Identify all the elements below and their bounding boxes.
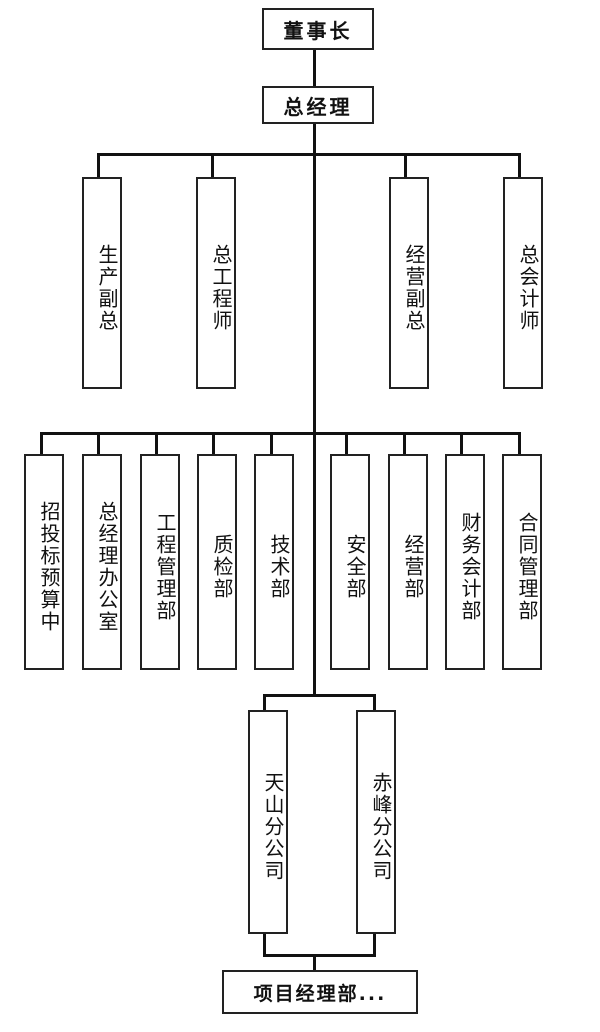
department-box: 合同管理部: [502, 454, 542, 670]
branch-label: 赤峰分公司: [369, 772, 393, 882]
deputy-label: 总工程师: [209, 244, 233, 332]
deputy-box: 总会计师: [503, 177, 543, 389]
deputy-label: 生产副总: [95, 244, 119, 332]
general-manager-label: 总经理: [283, 94, 353, 119]
department-box: 安全部: [330, 454, 370, 670]
connector: [373, 932, 376, 956]
connector: [155, 432, 158, 456]
department-label: 安全部: [343, 534, 367, 600]
department-box: 总经理办公室: [82, 454, 122, 670]
department-label: 合同管理部: [515, 512, 539, 622]
deputy-box: 总工程师: [196, 177, 236, 389]
connector: [263, 694, 266, 712]
connector: [263, 932, 266, 956]
connector: [97, 153, 521, 156]
department-label: 工程管理部: [153, 512, 177, 622]
department-label: 财务会计部: [458, 512, 482, 622]
department-label: 总经理办公室: [95, 501, 119, 633]
department-label: 技术部: [267, 534, 291, 600]
connector: [263, 954, 376, 957]
connector: [40, 432, 43, 456]
connector: [518, 432, 521, 456]
chairman-box: 董事长: [262, 8, 374, 50]
connector: [460, 432, 463, 456]
department-box: 技术部: [254, 454, 294, 670]
connector: [40, 432, 521, 435]
connector: [403, 432, 406, 456]
connector: [313, 48, 316, 86]
department-label: 质检部: [210, 534, 234, 600]
deputy-box: 生产副总: [82, 177, 122, 389]
department-box: 经营部: [388, 454, 428, 670]
connector: [211, 153, 214, 179]
branch-box: 赤峰分公司: [356, 710, 396, 934]
department-box: 招投标预算中: [24, 454, 64, 670]
deputy-label: 总会计师: [516, 244, 540, 332]
connector: [313, 122, 316, 696]
department-box: 财务会计部: [445, 454, 485, 670]
general-manager-box: 总经理: [262, 86, 374, 124]
connector: [212, 432, 215, 456]
connector: [263, 694, 376, 697]
deputy-label: 经营副总: [402, 244, 426, 332]
branch-label: 天山分公司: [261, 772, 285, 882]
connector: [518, 153, 521, 179]
connector: [313, 954, 316, 972]
connector: [97, 153, 100, 179]
department-box: 工程管理部: [140, 454, 180, 670]
deputy-box: 经营副总: [389, 177, 429, 389]
connector: [373, 694, 376, 712]
connector: [270, 432, 273, 456]
department-box: 质检部: [197, 454, 237, 670]
project-department-box: 项目经理部...: [222, 970, 418, 1014]
chairman-label: 董事长: [283, 18, 353, 43]
department-label: 经营部: [401, 534, 425, 600]
department-label: 招投标预算中: [37, 501, 61, 633]
connector: [345, 432, 348, 456]
branch-box: 天山分公司: [248, 710, 288, 934]
connector: [97, 432, 100, 456]
project-department-label: 项目经理部...: [253, 982, 387, 1005]
connector: [404, 153, 407, 179]
